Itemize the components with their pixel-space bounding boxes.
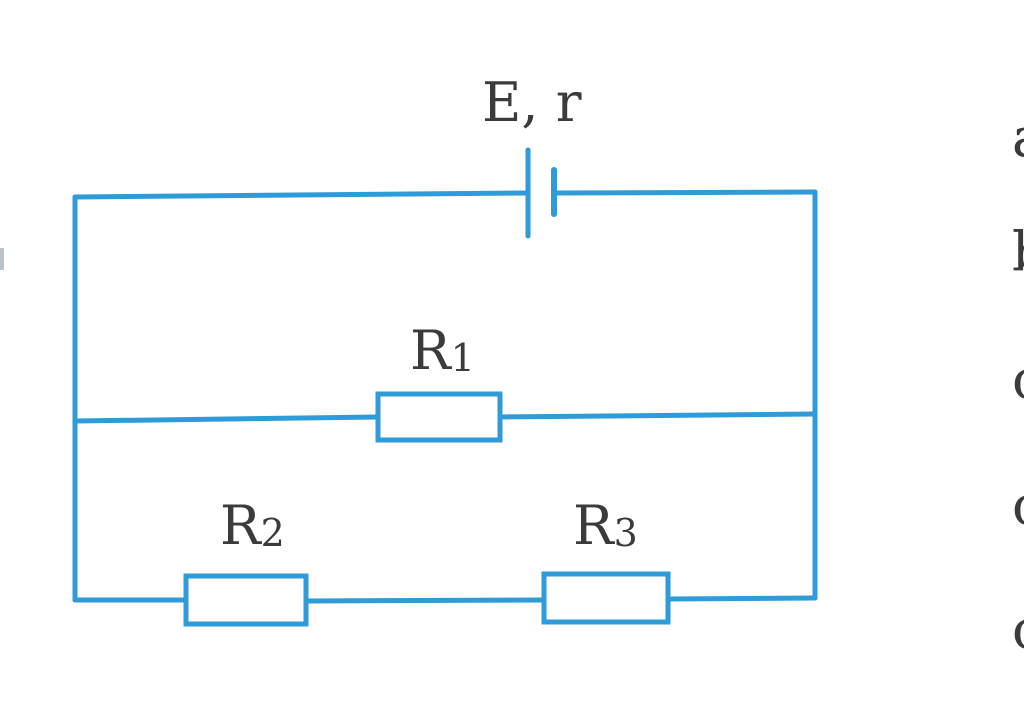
- edge-glyph-0: a: [1012, 106, 1024, 169]
- middle-branch-right: [497, 411, 818, 420]
- r3-label: R3: [573, 494, 638, 557]
- edge-glyph-4: c: [1012, 598, 1024, 661]
- edge-glyph-2: c: [1012, 348, 1024, 411]
- edge-glyph-3: c: [1012, 474, 1024, 537]
- middle-branch-left: [72, 414, 381, 424]
- top-wire-right: [553, 189, 818, 196]
- bottom-branch-mid: [303, 597, 547, 604]
- edge-glyph-1: b: [1012, 220, 1024, 283]
- wires: [72, 189, 818, 604]
- resistor-r1: [375, 391, 503, 443]
- r1-label: R1: [410, 319, 475, 382]
- r2-label: R2: [220, 494, 285, 557]
- bottom-branch-right: [665, 595, 818, 602]
- resistor-r2: [183, 573, 309, 627]
- top-wire-left: [72, 190, 530, 200]
- resistor-r3: [541, 571, 671, 625]
- left-edge-mark: [0, 248, 4, 270]
- battery-label: E, r: [482, 71, 582, 134]
- battery: E, r: [482, 71, 582, 239]
